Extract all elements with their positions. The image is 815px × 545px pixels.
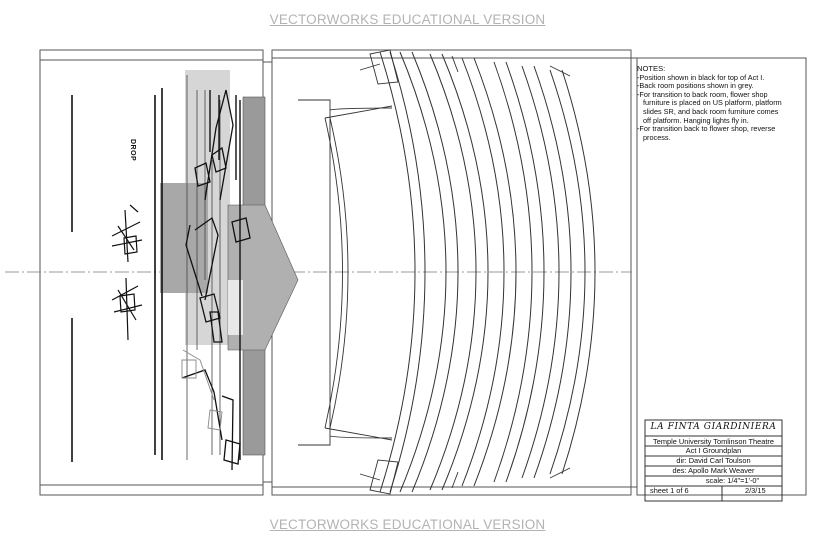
backroom-pieces <box>181 349 223 431</box>
notes-line: off platform. Hanging lights fly in. <box>643 115 749 125</box>
sheet-number: sheet 1 of 6 <box>650 486 689 495</box>
title-block-frame <box>644 419 783 502</box>
notes-line: -Back room positions shown in grey. <box>637 81 754 91</box>
scale: scale: 1/4"=1'-0" <box>705 476 760 485</box>
production-title: LA FINTA GIARDINIERA <box>650 422 777 432</box>
notes-line: -Position shown in black for top of Act … <box>637 72 765 82</box>
hanging-drops <box>71 88 163 462</box>
seating-rows <box>379 51 596 493</box>
battens <box>186 75 221 460</box>
backroom-platform <box>160 70 299 456</box>
seating-ends <box>359 49 571 495</box>
furniture-cluster <box>111 204 143 341</box>
building-outline <box>39 49 637 496</box>
notes-line: slides SR, and back room furniture comes <box>643 106 779 116</box>
drawing-date: 2/3/15 <box>745 486 766 495</box>
title-block: LA FINTA GIARDINIERA Temple University T… <box>645 420 782 501</box>
notes-block: NOTES: -Position shown in black for top … <box>637 64 807 142</box>
set-pieces <box>181 89 251 471</box>
director: dir: David Carl Toulson <box>676 456 751 465</box>
notes-line: process. <box>643 132 671 142</box>
notes-line: -For transition back to flower shop, rev… <box>637 124 776 134</box>
venue: Temple University Tomlinson Theatre <box>653 437 774 446</box>
notes-heading: NOTES: <box>637 64 666 73</box>
watermark-bottom: VECTORWORKS EDUCATIONAL VERSION <box>269 517 546 532</box>
drop-label: DROP <box>129 139 136 162</box>
designer: des: Apollo Mark Weaver <box>672 466 755 475</box>
watermark-top: VECTORWORKS EDUCATIONAL VERSION <box>269 12 546 27</box>
notes-line: furniture is placed on US platform, plat… <box>643 98 782 108</box>
drawing-name: Act I Groundplan <box>685 446 742 455</box>
notes-line: -For transition to back room, flower sho… <box>637 89 768 99</box>
stage <box>298 99 393 446</box>
